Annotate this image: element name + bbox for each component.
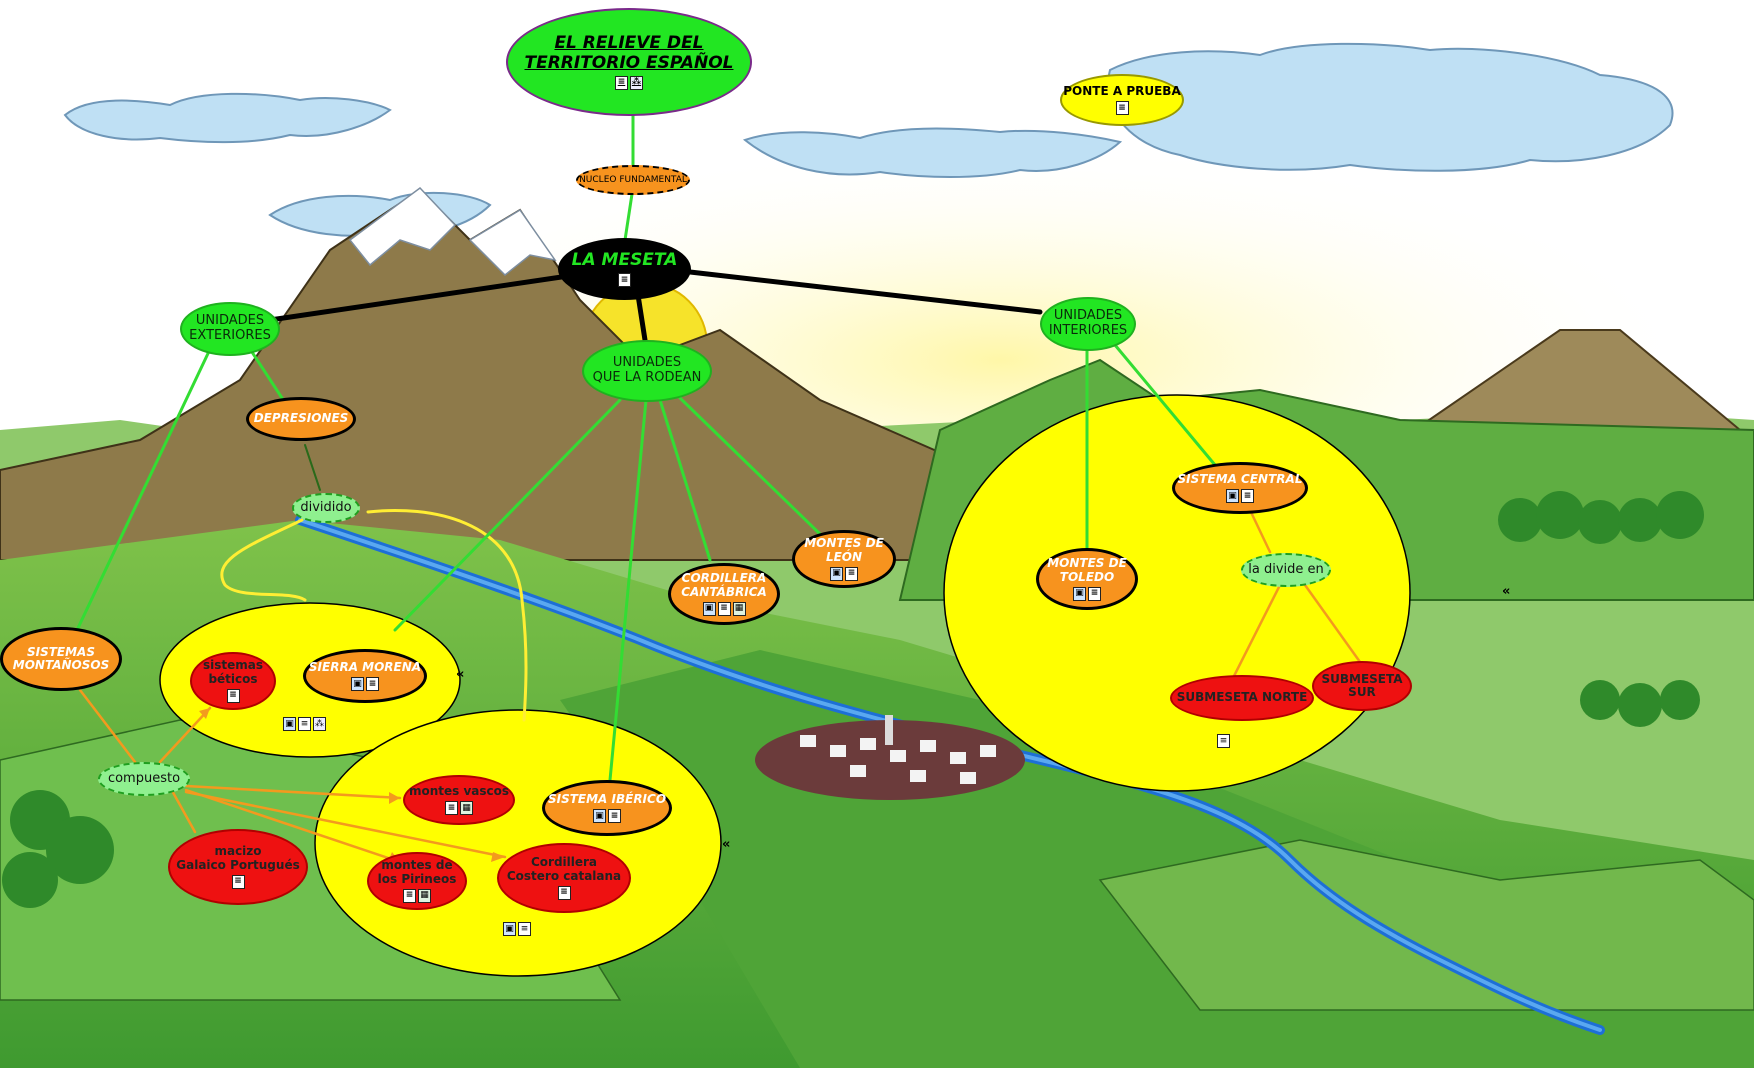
montes-pirineos-label: montes de los Pirineos [377,858,457,886]
montes-pirineos-node[interactable]: montes de los Pirineos ≡ ▦ [367,852,467,910]
collapse-icon[interactable]: « [1502,584,1511,599]
unidades-exteriores-node[interactable]: UNIDADES EXTERIORES [180,302,280,356]
quiz-label: PONTE A PRUEBA [1063,83,1181,98]
macizo-galaico-node[interactable]: macizo Galaico Portugués ≡ [168,829,308,905]
submeseta-sur-label: SUBMESETA SUR [1321,671,1403,699]
cloud [1107,42,1674,172]
unidades-exteriores-label: UNIDADES EXTERIORES [189,313,271,343]
depresiones-node[interactable]: DEPRESIONES [246,397,356,441]
sistema-iberico-node[interactable]: SISTEMA IBÉRICO ▣ ≡ [542,780,672,836]
sistema-central-node[interactable]: SISTEMA CENTRAL ▣ ≡ [1172,462,1308,514]
document-icon[interactable]: ≡ [615,75,628,90]
document-icon[interactable]: ≡ [1217,734,1230,748]
concept-map-icon[interactable]: ⁂ [630,75,643,90]
divide-en-label: la divide en [1248,561,1324,577]
image-icon[interactable]: ▣ [351,677,364,692]
submeseta-sur-node[interactable]: SUBMESETA SUR [1312,661,1412,711]
title-node[interactable]: EL RELIEVE DEL TERRITORIO ESPAÑOL ≡ ⁂ [506,8,752,116]
montes-vascos-node[interactable]: montes vascos ≡ ▦ [403,775,515,825]
cluster-right [943,394,1411,792]
sheet-icon[interactable]: ▦ [418,888,431,903]
unidades-rodean-label: UNIDADES QUE LA RODEAN [592,355,702,385]
image-icon[interactable]: ▣ [503,922,516,936]
document-icon[interactable]: ≡ [1088,586,1101,601]
nucleo-link[interactable]: NUCLEO FUNDAMENTAL [576,165,690,195]
sistemas-beticos-node[interactable]: sistemas béticos ≡ [190,652,276,710]
document-icon[interactable]: ≡ [845,566,858,581]
sheet-icon[interactable]: ▦ [460,801,473,816]
unidades-interiores-node[interactable]: UNIDADES INTERIORES [1040,297,1136,351]
compuesto-link[interactable]: compuesto [98,762,190,796]
village [755,715,1025,800]
sierra-morena-node[interactable]: SIERRA MORENA ▣ ≡ [303,649,427,703]
document-icon[interactable]: ≡ [557,885,571,900]
snow-cap [348,187,457,267]
sistemas-beticos-label: sistemas béticos [202,658,264,686]
image-icon[interactable]: ▣ [1073,586,1086,601]
montes-de-toledo-node[interactable]: MONTES DE TOLEDO ▣ ≡ [1036,548,1138,610]
foreground-hill [1098,839,1754,1011]
sistema-central-label: SISTEMA CENTRAL [1177,471,1303,486]
cluster-bottom-resources: ▣ ≡ [503,922,531,936]
document-icon[interactable]: ≡ [403,888,416,903]
document-icon[interactable]: ≡ [366,677,379,692]
document-icon[interactable]: ≡ [1241,489,1254,504]
collapse-icon[interactable]: « [456,667,465,682]
submeseta-norte-label: SUBMESETA NORTE [1176,690,1308,705]
document-icon[interactable]: ≡ [518,922,531,936]
sheet-icon[interactable]: ▦ [732,601,746,616]
montes-de-leon-node[interactable]: MONTES DE LEÓN ▣ ≡ [792,530,896,588]
montes-de-leon-label: MONTES DE LEÓN [804,536,884,564]
montes-de-toledo-label: MONTES DE TOLEDO [1047,556,1127,584]
document-icon[interactable]: ≡ [231,874,245,889]
cordillera-cantabrica-label: CORDILLERA CANTÁBRICA [681,571,767,599]
cluster-right-resources: ≡ [1217,734,1230,748]
compuesto-label: compuesto [107,770,181,786]
unidades-rodean-node[interactable]: UNIDADES QUE LA RODEAN [582,340,712,402]
trees [2,491,1704,908]
quiz-node[interactable]: PONTE A PRUEBA ≡ [1060,74,1184,126]
document-icon[interactable]: ≡ [608,809,621,824]
image-icon[interactable]: ▣ [1226,489,1239,504]
document-icon[interactable]: ≡ [298,717,311,731]
depresiones-label: DEPRESIONES [253,411,349,426]
divide-en-link[interactable]: la divide en [1241,553,1331,587]
meseta-label: LA MESETA [571,249,678,270]
dividido-label: dividido [300,499,352,515]
title-label: EL RELIEVE DEL TERRITORIO ESPAÑOL [524,33,734,73]
image-icon[interactable]: ▣ [283,717,296,731]
image-icon[interactable]: ▣ [702,601,716,616]
cordillera-costero-catalana-node[interactable]: Cordillera Costero catalana ≡ [497,843,631,913]
macizo-galaico-label: macizo Galaico Portugués [176,844,300,872]
cordillera-cantabrica-node[interactable]: CORDILLERA CANTÁBRICA ▣ ≡ ▦ [668,563,780,625]
cluster-bottom [314,709,722,977]
montes-vascos-label: montes vascos [408,783,510,798]
sistema-iberico-label: SISTEMA IBÉRICO [547,791,667,806]
document-icon[interactable]: ≡ [717,601,731,616]
cluster-left-resources: ▣ ≡ ⁂ [283,717,326,731]
nucleo-label: NUCLEO FUNDAMENTAL [579,174,687,185]
document-icon[interactable]: ≡ [445,801,458,816]
image-icon[interactable]: ▣ [593,809,606,824]
connection-lines [76,113,1362,864]
cordillera-costero-catalana-label: Cordillera Costero catalana [506,855,622,883]
snow-cap [468,208,557,277]
sistemas-montanosos-node[interactable]: SISTEMAS MONTAÑOSOS [0,627,122,691]
cloud [63,92,392,144]
image-icon[interactable]: ▣ [830,566,843,581]
document-icon[interactable]: ≡ [618,273,631,288]
submeseta-norte-node[interactable]: SUBMESETA NORTE [1170,675,1314,721]
collapse-icon[interactable]: « [722,837,731,852]
meseta-node[interactable]: LA MESETA ≡ [558,238,691,300]
dividido-link[interactable]: dividido [292,493,360,523]
cloud [742,127,1123,178]
sistemas-montanosos-label: SISTEMAS MONTAÑOSOS [12,644,110,672]
sierra-morena-label: SIERRA MORENA [308,659,422,674]
document-icon[interactable]: ≡ [226,688,240,703]
concept-map-icon[interactable]: ⁂ [313,717,326,731]
unidades-interiores-label: UNIDADES INTERIORES [1048,308,1128,338]
document-icon[interactable]: ≡ [1115,101,1129,116]
